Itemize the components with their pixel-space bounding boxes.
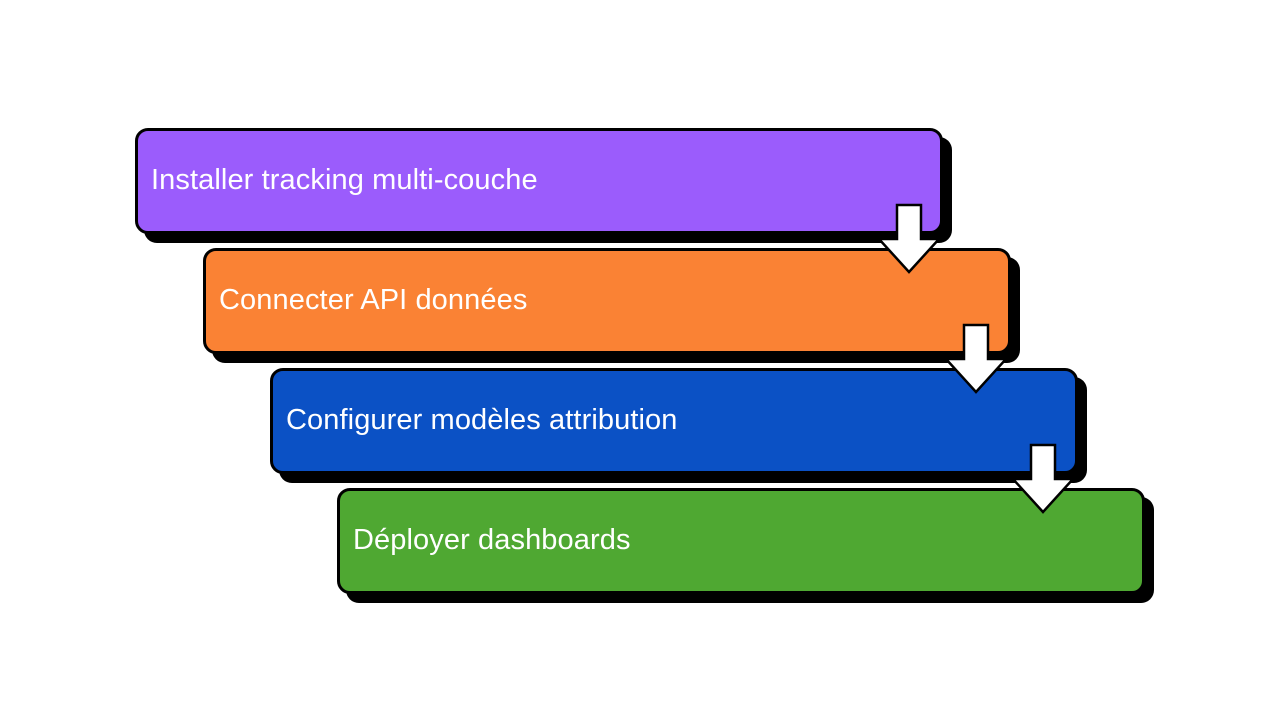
step-box-2[interactable]: Connecter API données bbox=[203, 248, 1011, 354]
step-label-1: Installer tracking multi-couche bbox=[151, 164, 538, 197]
step-box-3[interactable]: Configurer modèles attribution bbox=[270, 368, 1078, 474]
step-label-2: Connecter API données bbox=[219, 284, 528, 317]
step-label-4: Déployer dashboards bbox=[353, 524, 631, 557]
step-label-3: Configurer modèles attribution bbox=[286, 404, 678, 437]
step-box-4[interactable]: Déployer dashboards bbox=[337, 488, 1145, 594]
step-box-1[interactable]: Installer tracking multi-couche bbox=[135, 128, 943, 234]
